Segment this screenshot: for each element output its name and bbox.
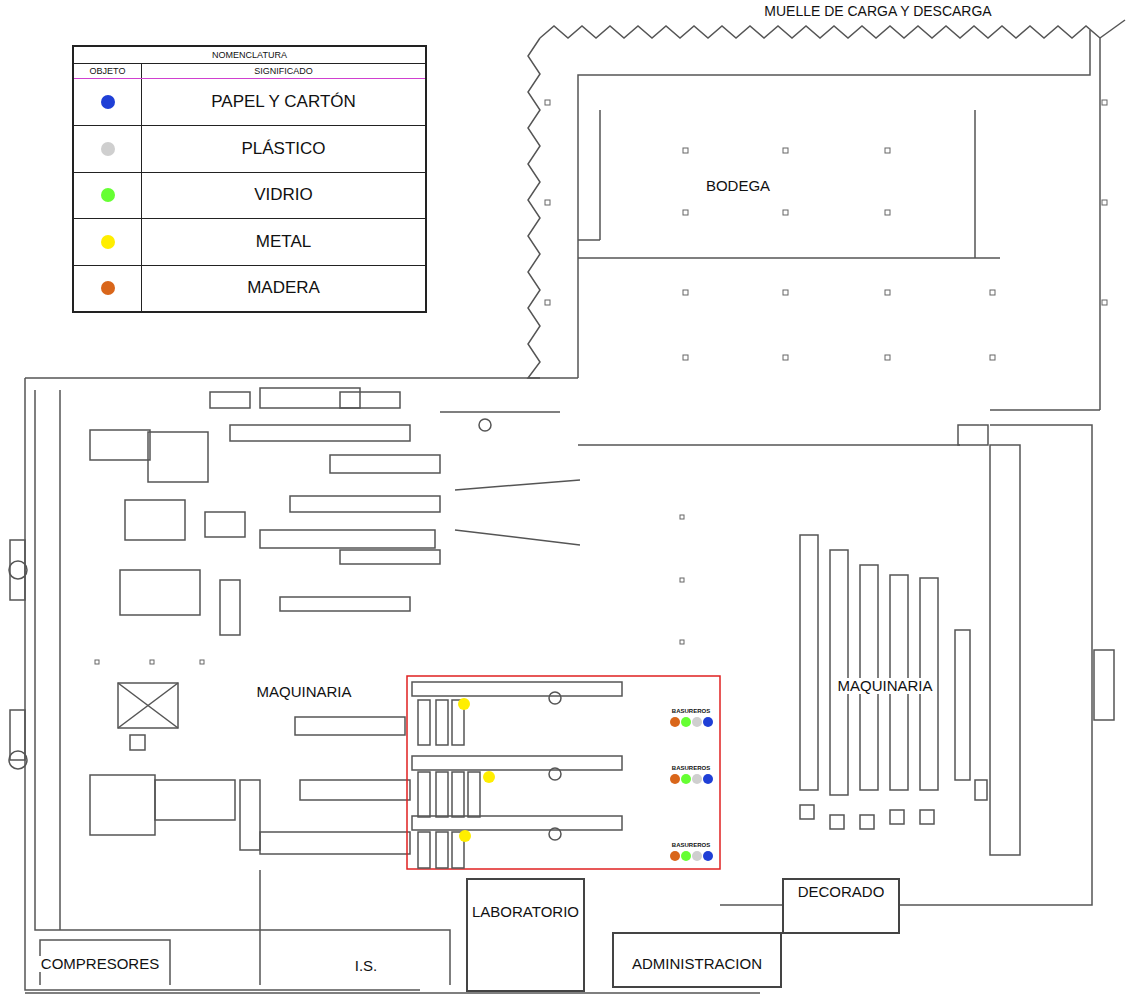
legend-header: NOMENCLATURA <box>212 50 287 60</box>
legend-table: NOMENCLATURA OBJETO SIGNIFICADO PAPEL Y CAR… <box>72 45 427 313</box>
legend-swatch <box>101 281 115 295</box>
room-name: ADMINISTRACION <box>614 956 780 973</box>
bin-label: BASUREROS <box>670 842 712 849</box>
legend-text-cell: PAPEL Y CARTÓN <box>142 79 425 125</box>
legend-title-cell: NOMENCLATURA <box>74 47 425 63</box>
legend-text-cell: METAL <box>142 219 425 264</box>
legend-swatch <box>101 142 115 156</box>
legend-row: PAPEL Y CARTÓN <box>74 79 425 125</box>
legend-text: METAL <box>256 232 311 252</box>
legend-text-cell: MADERA <box>142 266 425 311</box>
legend-symbol-cell <box>74 219 142 264</box>
area-label: MUELLE DE CARGA Y DESCARGA <box>762 4 993 19</box>
room-name: DECORADO <box>784 884 898 901</box>
legend-text-cell: PLÁSTICO <box>142 126 425 171</box>
legend-row: VIDRIO <box>74 172 425 218</box>
legend-text: MADERA <box>247 278 320 298</box>
legend-header: SIGNIFICADO <box>254 66 313 76</box>
legend-title-row: NOMENCLATURA <box>74 47 425 63</box>
bin-label: BASUREROS <box>670 708 712 715</box>
area-label: MAQUINARIA <box>835 678 934 695</box>
legend-header-row: OBJETO SIGNIFICADO <box>74 63 425 79</box>
legend-symbol-cell <box>74 173 142 218</box>
bin-label: BASUREROS <box>670 765 712 772</box>
legend-row: MADERA <box>74 265 425 311</box>
room-box: DECORADO <box>782 878 900 934</box>
legend-header: OBJETO <box>90 66 126 76</box>
legend-text: VIDRIO <box>254 185 313 205</box>
legend-row: PLÁSTICO <box>74 125 425 171</box>
area-label: MAQUINARIA <box>254 684 353 701</box>
area-label: BODEGA <box>704 178 772 195</box>
room-box: ADMINISTRACION <box>612 932 782 988</box>
area-label: COMPRESORES <box>39 956 161 973</box>
room-name: LABORATORIO <box>468 904 583 921</box>
legend-swatch <box>101 188 115 202</box>
legend-symbol-cell <box>74 266 142 311</box>
legend-symbol-cell <box>74 126 142 171</box>
room-box: LABORATORIO <box>466 878 585 992</box>
legend-text: PAPEL Y CARTÓN <box>211 92 356 112</box>
legend-text: PLÁSTICO <box>241 139 325 159</box>
legend-symbol-cell <box>74 79 142 125</box>
legend-swatch <box>101 95 115 109</box>
legend-row: METAL <box>74 218 425 264</box>
legend-swatch <box>101 235 115 249</box>
legend-text-cell: VIDRIO <box>142 173 425 218</box>
legend-header-cell: SIGNIFICADO <box>142 64 425 78</box>
area-label: I.S. <box>353 958 380 975</box>
legend-header-cell: OBJETO <box>74 64 142 78</box>
